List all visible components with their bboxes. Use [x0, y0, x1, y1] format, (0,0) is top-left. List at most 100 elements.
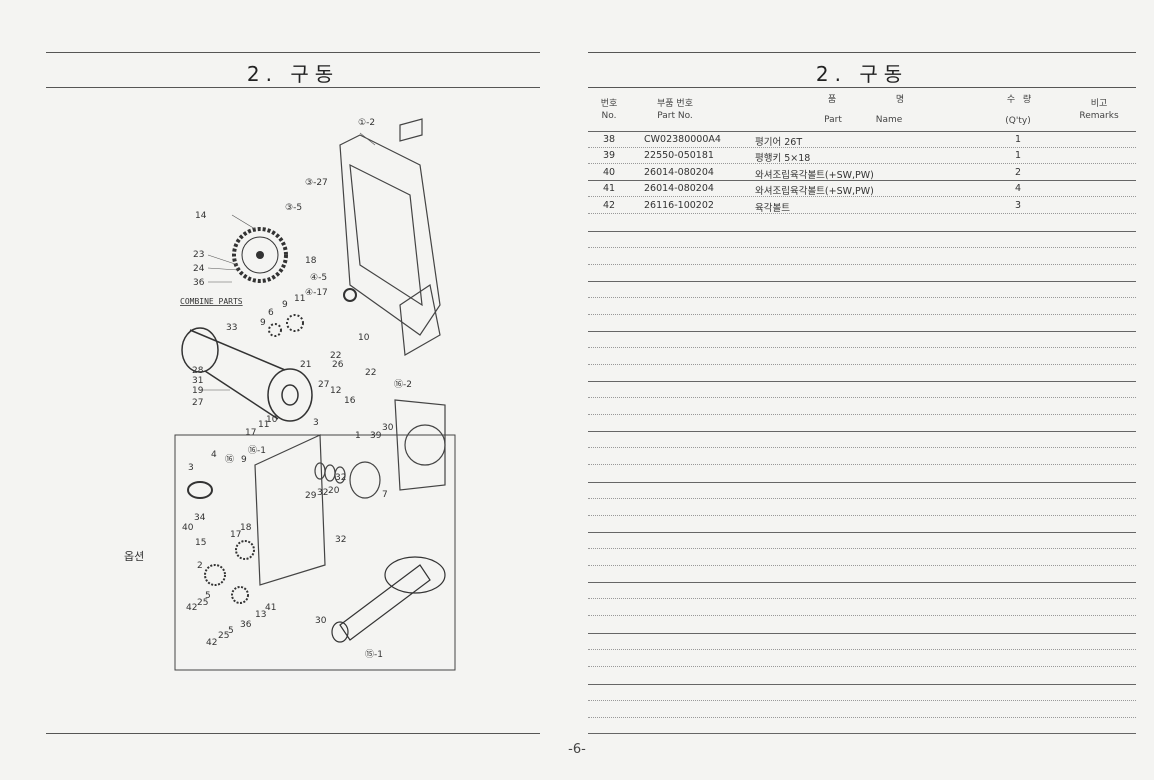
empty-row-rule [588, 347, 1136, 348]
svg-text:11: 11 [258, 420, 269, 430]
empty-row-rule [588, 615, 1136, 616]
svg-text:17: 17 [230, 530, 241, 540]
svg-text:⑯-2: ⑯-2 [394, 379, 412, 390]
svg-text:31: 31 [192, 376, 203, 386]
leader-lines [200, 132, 376, 391]
svg-text:9: 9 [241, 455, 247, 465]
svg-text:13: 13 [255, 610, 266, 620]
svg-text:1: 1 [355, 431, 361, 441]
svg-text:18: 18 [305, 256, 317, 266]
svg-text:42: 42 [186, 603, 197, 613]
top-rule [588, 52, 1136, 53]
svg-text:4: 4 [211, 450, 217, 460]
svg-text:⑮-1: ⑮-1 [365, 649, 383, 660]
row-rule [588, 180, 1136, 181]
svg-text:14: 14 [195, 211, 207, 221]
svg-text:③-27: ③-27 [305, 178, 328, 188]
svg-text:25: 25 [197, 598, 208, 608]
svg-text:15: 15 [195, 538, 206, 548]
sprocket-14-icon [232, 227, 288, 283]
left-page: 2. 구동 옵션 [46, 52, 540, 734]
svg-text:5: 5 [205, 591, 211, 601]
empty-row-rule [588, 633, 1136, 634]
svg-text:39: 39 [370, 431, 382, 441]
header-qty-kr-2: 량 [1022, 95, 1032, 105]
header-name-kr-2: 명 [895, 95, 905, 105]
row-rule [588, 196, 1136, 197]
svg-text:32: 32 [335, 535, 346, 545]
svg-text:25: 25 [218, 631, 229, 641]
header-rule [588, 131, 1136, 132]
option-label: 옵션 [124, 550, 145, 563]
svg-text:9: 9 [260, 318, 266, 328]
svg-text:④-5: ④-5 [310, 273, 327, 283]
belt-pulley-icon [181, 327, 313, 422]
svg-text:23: 23 [193, 250, 204, 260]
top-rule [46, 52, 540, 53]
svg-text:17: 17 [245, 428, 256, 438]
svg-text:12: 12 [330, 386, 341, 396]
svg-text:29: 29 [305, 491, 317, 501]
svg-text:32: 32 [317, 488, 328, 498]
svg-text:21: 21 [300, 360, 311, 370]
svg-text:19: 19 [192, 386, 204, 396]
svg-text:①-2: ①-2 [358, 118, 375, 128]
svg-text:20: 20 [328, 486, 340, 496]
empty-row-rule [588, 464, 1136, 465]
frame-plate [339, 118, 441, 356]
svg-text:34: 34 [194, 513, 206, 523]
svg-text:2: 2 [197, 561, 203, 571]
empty-row-rule [588, 297, 1136, 298]
svg-text:32: 32 [335, 473, 346, 483]
parts-diagram: ①-2 ③-27 ③-5 14 23 24 36 18 ④-5 ④-17 COM… [174, 118, 456, 671]
empty-row-rule [588, 515, 1136, 516]
svg-text:3: 3 [188, 463, 194, 473]
svg-text:18: 18 [240, 523, 252, 533]
svg-text:3: 3 [313, 418, 319, 428]
header-qty-kr-1: 수 [1006, 95, 1016, 105]
empty-row-rule [588, 498, 1136, 499]
header-name-kr-1: 품 [827, 95, 837, 105]
header-name-en-1: Part [824, 115, 842, 125]
bottom-rule [46, 733, 540, 734]
empty-row-rule [588, 364, 1136, 365]
empty-row-rule [588, 649, 1136, 650]
svg-text:④-17: ④-17 [305, 288, 328, 298]
title-rule [588, 87, 1136, 88]
empty-row-rule [588, 397, 1136, 398]
empty-row-rule [588, 381, 1136, 382]
svg-text:⑯-1: ⑯-1 [248, 445, 266, 456]
svg-text:41: 41 [265, 603, 276, 613]
empty-row-rule [588, 331, 1136, 332]
empty-row-rule [588, 264, 1136, 265]
page-title: 2. 구동 [815, 62, 909, 86]
svg-text:33: 33 [226, 323, 237, 333]
svg-text:6: 6 [268, 308, 274, 318]
header-qty-en: (Q'ty) [1005, 116, 1031, 126]
svg-text:5: 5 [228, 626, 234, 636]
empty-row-rule [588, 414, 1136, 415]
svg-text:22: 22 [330, 351, 341, 361]
svg-text:9: 9 [282, 300, 288, 310]
page-number: -6- [568, 742, 586, 757]
row-rule [588, 213, 1136, 214]
title-rule [46, 87, 540, 88]
svg-text:28: 28 [192, 366, 204, 376]
empty-row-rule [588, 447, 1136, 448]
svg-text:27: 27 [192, 398, 203, 408]
svg-text:7: 7 [382, 490, 388, 500]
svg-text:11: 11 [294, 294, 305, 304]
empty-row-rule [588, 684, 1136, 685]
svg-text:③-5: ③-5 [285, 203, 302, 213]
svg-text:36: 36 [240, 620, 252, 630]
empty-row-rule [588, 717, 1136, 718]
svg-text:⑯: ⑯ [225, 454, 234, 465]
svg-text:22: 22 [365, 368, 376, 378]
empty-row-rule [588, 281, 1136, 282]
svg-text:24: 24 [193, 264, 205, 274]
svg-text:30: 30 [315, 616, 327, 626]
svg-text:40: 40 [182, 523, 194, 533]
